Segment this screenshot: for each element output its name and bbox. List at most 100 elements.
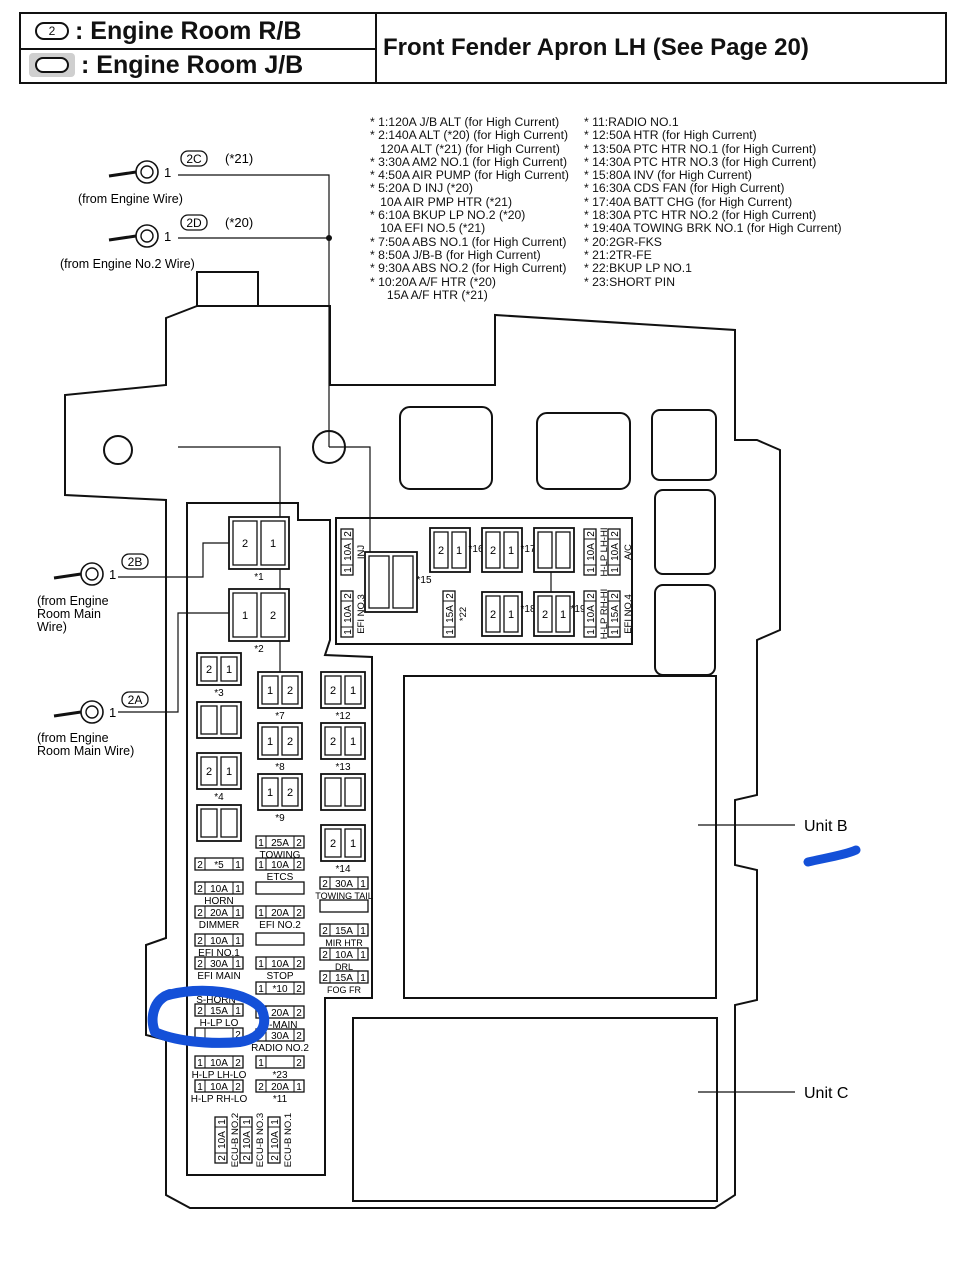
fuse-pin: 2: [197, 884, 203, 895]
connector-source: Wire): [37, 620, 67, 634]
note-line: * 12:50A HTR (for High Current): [584, 128, 757, 143]
relay-label: *2: [254, 644, 264, 655]
fuse-pin: 1: [235, 959, 241, 970]
fuse-pin: 2: [235, 1058, 241, 1069]
note-line: * 15:80A INV (for High Current): [584, 168, 752, 183]
fuse-label: H-LP LH-LO: [192, 1070, 247, 1081]
location-title: Front Fender Apron LH (See Page 20): [383, 34, 809, 61]
fuse-label: ECU-B NO.2: [230, 1113, 241, 1167]
connector-source: Room Main: [37, 607, 101, 621]
fuse-pin: 1: [258, 860, 264, 871]
fuse-rating: 20A: [271, 1008, 289, 1019]
jb-symbol-icon: [29, 53, 75, 77]
fuse-rating: *5: [214, 860, 224, 871]
fuse-pin: 1: [235, 936, 241, 947]
fuse-pin: 1: [343, 629, 354, 635]
notes-right: * 11:RADIO NO.1* 12:50A HTR (for High Cu…: [584, 115, 842, 289]
connector-id: 2D: [186, 216, 202, 230]
relay-blank-a: [196, 701, 242, 739]
unit-b-label: Unit B: [804, 818, 848, 835]
note-line: * 23:SHORT PIN: [584, 274, 675, 289]
fuse-pin: 1: [235, 884, 241, 895]
connector-source: (from Engine: [37, 594, 109, 608]
fuse-pin: 1: [235, 908, 241, 919]
fuse-pin: 2: [258, 1082, 264, 1093]
connector-note: (*21): [225, 151, 253, 166]
note-line: * 10:20A A/F HTR (*20): [370, 274, 496, 289]
fuse-pin: 2: [217, 1155, 228, 1161]
fuse-pin: 1: [258, 959, 264, 970]
fuse-pin: 1: [586, 629, 597, 635]
connector-note: (*20): [225, 215, 253, 230]
fuse-label: INJ: [356, 545, 367, 560]
fuse-pin: 2: [296, 908, 302, 919]
highlight-circle-mark: [147, 985, 270, 1048]
fuse-rating: 10A: [242, 1131, 253, 1149]
rb-symbol-icon: 2: [35, 22, 69, 40]
connector-pin: 1: [164, 165, 171, 180]
relay-label: *1: [254, 572, 264, 583]
fuse-pin: 2: [322, 926, 328, 937]
relay-label: *18: [520, 604, 535, 615]
relay-pin: 2: [270, 610, 276, 622]
fuse-pin: 2: [235, 1030, 241, 1041]
fuse-pin: 2: [197, 908, 203, 919]
fuse-pin: 1: [197, 1082, 203, 1093]
header-table: 2 : Engine Room R/B : Engine Room J/B Fr…: [19, 12, 947, 84]
fuse-pin: 1: [610, 567, 621, 573]
relay-label: *4: [214, 792, 224, 803]
fuse-rating: 10A: [210, 884, 228, 895]
header-legend: 2 : Engine Room R/B : Engine Room J/B: [21, 14, 377, 82]
fuse-blank: [319, 899, 369, 913]
side-block-1: [654, 489, 716, 575]
relay-pin: 2: [330, 685, 336, 697]
note-line: 120A ALT (*21) (for High Current): [370, 141, 560, 156]
top-block-2: [536, 412, 631, 490]
fuse-label: HORN: [204, 896, 233, 907]
relay-label: *8: [275, 762, 285, 773]
fuse-pin: 1: [270, 1119, 281, 1125]
fuse-label: H-LP LH-HI: [599, 528, 610, 577]
fuse-pin: 1: [610, 629, 621, 635]
fuse-pin: 2: [586, 531, 597, 537]
note-line: * 1:120A J/B ALT (for High Current): [370, 115, 560, 129]
relay-pin: 2: [242, 538, 248, 550]
note-line: * 14:30A PTC HTR NO.3 (for High Current): [584, 154, 817, 169]
fuse-rating: 15A: [335, 926, 353, 937]
note-line: * 18:30A PTC HTR NO.2 (for High Current): [584, 208, 817, 223]
fuse-pin: 1: [197, 1058, 203, 1069]
fuse-label: ECU-B NO.3: [255, 1113, 266, 1167]
note-line: * 2:140A ALT (*20) (for High Current): [370, 128, 569, 143]
note-line: 10A AIR PMP HTR (*21): [370, 194, 513, 209]
relay-pin: 2: [287, 736, 293, 748]
annotation-dash-mark: [803, 845, 861, 867]
relay-label: *14: [335, 864, 350, 875]
relay-pin: 1: [226, 664, 232, 676]
fuse-rating: 15A: [335, 973, 353, 984]
fuse-pin: 2: [322, 973, 328, 984]
fuse-label: *11: [273, 1094, 288, 1105]
connector-pin: 1: [164, 229, 171, 244]
fuse-pin: 2: [197, 860, 203, 871]
fuse-pin: 1: [360, 879, 366, 890]
relay-pin: 1: [508, 545, 514, 557]
fuse-pin: 2: [197, 959, 203, 970]
fuse-rating: 10A: [343, 605, 354, 623]
note-line: * 7:50A ABS NO.1 (for High Current): [370, 234, 567, 249]
relay-pin: 1: [350, 736, 356, 748]
fuse-label: EFI MAIN: [197, 971, 240, 982]
relay-label: *17: [520, 544, 535, 555]
top-block-3: [651, 409, 717, 481]
